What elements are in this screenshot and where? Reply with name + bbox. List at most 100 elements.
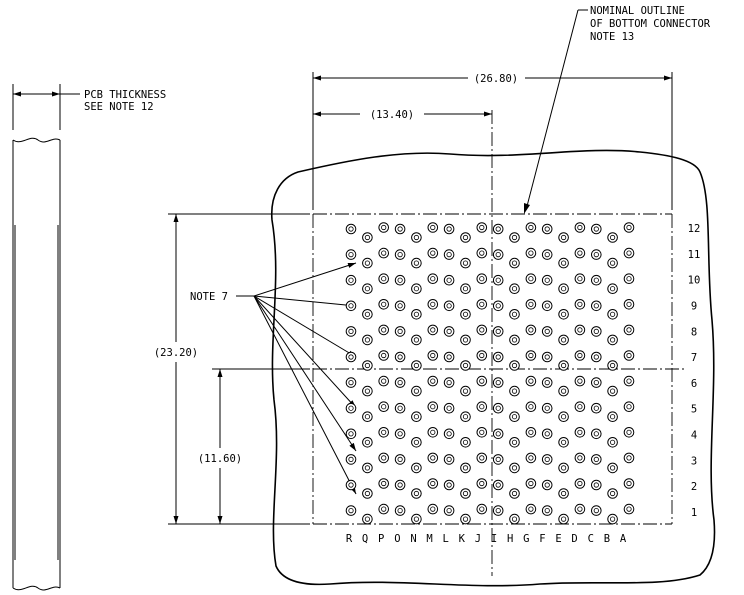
- contact-pad: [443, 223, 455, 235]
- contact-pad: [443, 428, 455, 440]
- contact-pad: [378, 427, 390, 438]
- contact-pad: [509, 462, 520, 474]
- contact-pad: [558, 334, 569, 346]
- contact-pad: [394, 505, 406, 516]
- contact-pad: [574, 503, 586, 515]
- contact-pad: [574, 350, 586, 361]
- contact-pad: [394, 402, 406, 414]
- contact-pad: [378, 478, 390, 489]
- contact-pad: [509, 309, 520, 320]
- contact-pad: [460, 232, 471, 243]
- contact-pad: [411, 360, 422, 371]
- contact-pad: [476, 299, 488, 310]
- contact-pad: [607, 309, 618, 320]
- contact-pad: [443, 300, 455, 312]
- contact-pad: [574, 222, 586, 233]
- contact-pad: [492, 505, 504, 516]
- contact-pad: [541, 223, 553, 235]
- contact-pad: [607, 488, 618, 499]
- dimension-overall-height-label: (23.20): [154, 347, 198, 359]
- contact-pad: [541, 402, 553, 414]
- contact-pad: [525, 299, 537, 310]
- note7-arrowhead: [347, 263, 356, 268]
- contact-pad: [362, 232, 373, 243]
- row-label: 1: [691, 507, 697, 519]
- outline-note-leader: [524, 9, 588, 214]
- contact-pad: [443, 479, 455, 491]
- contact-pad: [607, 360, 618, 371]
- contact-pad: [541, 428, 553, 440]
- column-label: N: [410, 533, 416, 545]
- contact-pad: [394, 300, 406, 312]
- contact-pad: [574, 452, 586, 464]
- column-label: D: [571, 533, 577, 545]
- contact-pad: [394, 326, 406, 337]
- contact-pad: [591, 300, 602, 312]
- contact-pad: [476, 401, 488, 413]
- contact-pad: [558, 360, 569, 371]
- contact-pad: [443, 454, 455, 465]
- column-label: K: [459, 533, 466, 545]
- contact-pad: [591, 454, 602, 465]
- contact-pad: [558, 232, 569, 243]
- contact-pad: [607, 437, 618, 448]
- contact-pad: [378, 273, 390, 285]
- contact-pad: [591, 274, 602, 286]
- dimension-overall-height: [168, 213, 310, 525]
- contact-pad: [394, 428, 406, 440]
- dimension-half-height: [212, 368, 310, 524]
- row-label: 7: [691, 352, 697, 364]
- contact-pad: [558, 385, 569, 397]
- contact-pad: [427, 452, 439, 464]
- contact-pad: [591, 428, 602, 440]
- contact-pad: [460, 257, 471, 269]
- contact-pad: [525, 273, 537, 285]
- contact-pad: [345, 454, 357, 465]
- contact-pad: [492, 377, 504, 388]
- column-label: A: [620, 533, 627, 545]
- contact-pad: [345, 377, 357, 388]
- dimension-half-width-label: (13.40): [370, 109, 414, 121]
- column-label: M: [426, 533, 432, 545]
- contact-pad: [394, 351, 406, 363]
- contact-pad: [492, 479, 504, 491]
- contact-pad: [362, 283, 373, 295]
- column-label: L: [443, 533, 449, 545]
- contact-pad: [492, 300, 504, 312]
- contact-pad: [345, 274, 357, 286]
- contact-pad: [345, 351, 357, 363]
- contact-pad: [460, 283, 471, 295]
- row-label: 12: [688, 223, 701, 235]
- contact-pad: [345, 326, 357, 337]
- contact-pad: [362, 309, 373, 320]
- contact-pad: [541, 274, 553, 286]
- contact-pad: [492, 351, 504, 363]
- contact-pad: [378, 401, 390, 413]
- column-label: I: [491, 533, 497, 545]
- contact-pad: [623, 478, 635, 489]
- contact-pad: [378, 324, 390, 336]
- contact-pad: [460, 360, 471, 371]
- contact-pad: [443, 377, 455, 388]
- contact-pad: [476, 222, 488, 233]
- contact-pad: [607, 232, 618, 243]
- contact-pad: [574, 273, 586, 285]
- board-outline: [271, 149, 716, 587]
- contact-pad: [509, 360, 520, 371]
- contact-pad: [427, 350, 439, 361]
- contact-pad: [345, 505, 357, 516]
- pad-grid: [345, 222, 635, 525]
- contact-pad: [525, 350, 537, 361]
- contact-pad: [492, 326, 504, 337]
- contact-pad: [378, 375, 390, 387]
- contact-pad: [443, 351, 455, 363]
- contact-pad: [411, 309, 422, 320]
- contact-pad: [509, 283, 520, 295]
- contact-pad: [574, 478, 586, 489]
- column-label: P: [378, 533, 384, 545]
- contact-pad: [591, 505, 602, 516]
- contact-pad: [427, 324, 439, 336]
- contact-pad: [509, 257, 520, 269]
- contact-pad: [476, 427, 488, 438]
